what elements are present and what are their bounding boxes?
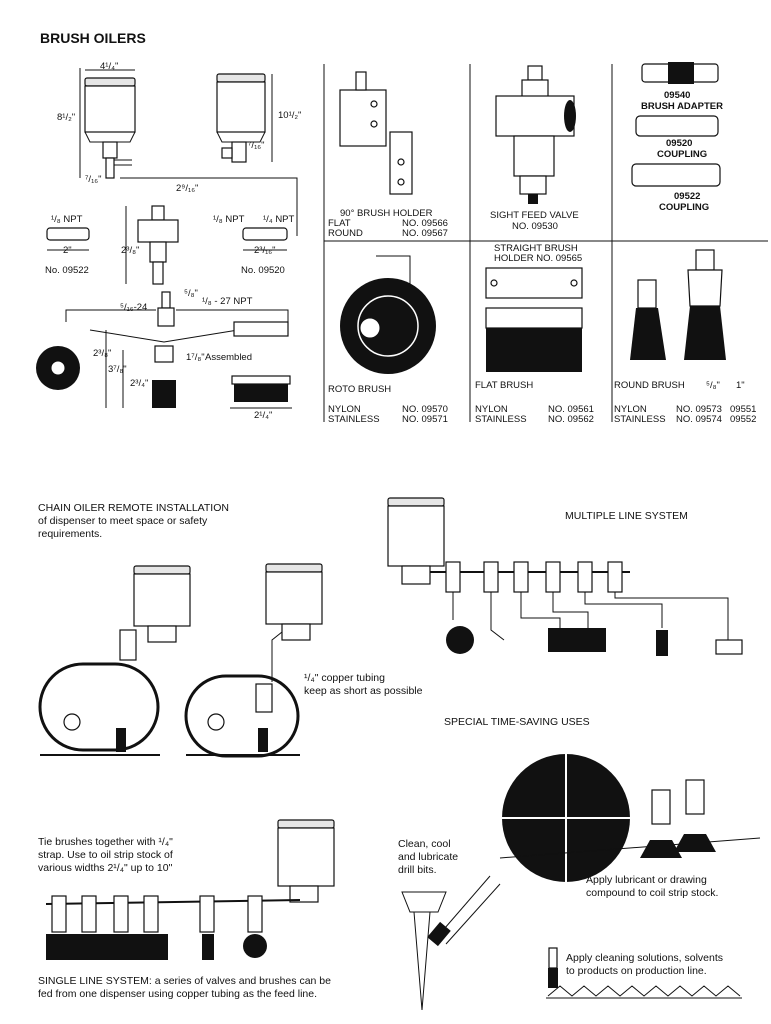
round-col2: 1" (736, 380, 745, 391)
dim-2-3-4: 2³/₄" (130, 378, 149, 389)
drill-line-2: and lubricate (398, 851, 459, 863)
dim-2in: 2" (63, 245, 72, 256)
dim-2-3-8: 2³/₈" (121, 245, 140, 256)
round-stainless-no2: 09552 (730, 414, 757, 425)
dim-7-16-left: ⁷/₁₆" (85, 174, 102, 185)
roto-stainless: STAINLESS (328, 414, 380, 425)
part-no-09520: No. 09520 (241, 265, 285, 276)
drill-line-3: drill bits. (398, 864, 437, 876)
dim-2-3-16: 2³/₁₆" (254, 245, 276, 256)
straight-title-2: HOLDER NO. 09565 (494, 253, 583, 264)
production-line-drawing (546, 947, 742, 999)
flat-brush-drawing (485, 267, 583, 372)
clean-line-2: to products on production line. (566, 965, 707, 977)
holder-flat-no: NO. 09566 (402, 218, 448, 229)
dim-npt-14: ¹/₄ NPT (263, 214, 295, 225)
tie-line-2: strap. Use to oil strip stock of (38, 849, 173, 861)
round-nylon-no1: NO. 09573 (676, 404, 722, 415)
oiler-right-drawing (120, 73, 298, 236)
drill-line-1: Clean, cool (398, 838, 451, 850)
flat-stainless-no: NO. 09562 (548, 414, 594, 425)
dim-5-8: ⁵/₈" (184, 288, 198, 299)
chain-oiler-drawing (38, 563, 323, 758)
roto-nylon-no: NO. 09570 (402, 404, 448, 415)
round-stainless-no1: NO. 09574 (676, 414, 722, 425)
round-brush-drawing (630, 249, 726, 360)
dim-npt-18-mid: ¹/₈ NPT (213, 214, 245, 225)
sight-feed-valve-drawing (495, 65, 576, 204)
dim-2-3-8b: 2³/₈" (93, 348, 112, 359)
dim-3-7-8: 3⁷/₈" (108, 364, 127, 375)
flat-title: FLAT BRUSH (475, 380, 534, 391)
dim-5-16-24: ⁵/₁₆-24 (120, 302, 148, 313)
roto-stainless-no: NO. 09571 (402, 414, 448, 425)
single-line-1: SINGLE LINE SYSTEM: a series of valves a… (38, 975, 331, 987)
roto-brush-drawing (340, 255, 436, 374)
coil-line-1: Apply lubricant or drawing (586, 874, 707, 886)
multi-title: MULTIPLE LINE SYSTEM (565, 510, 688, 522)
chain-sub-2: requirements. (38, 528, 103, 540)
clean-line-1: Apply cleaning solutions, solvents (566, 952, 724, 964)
sight-no: NO. 09530 (512, 221, 558, 232)
tie-line-3: various widths 2¹/₄" up to 10" (38, 862, 173, 874)
tie-line-1: Tie brushes together with ¹/₄" (38, 836, 173, 848)
straight-title-1: STRAIGHT BRUSH (494, 243, 578, 254)
round-stainless: STAINLESS (614, 414, 666, 425)
dim-2-1-4: 2¹/₄" (254, 410, 273, 421)
special-title: SPECIAL TIME-SAVING USES (444, 716, 590, 728)
coupling2-name: COUPLING (659, 202, 710, 213)
single-line-drawing (45, 819, 335, 960)
dim-height-left: 8¹/₂" (57, 112, 76, 123)
coupling2-no: 09522 (674, 191, 701, 202)
dim-assembled: Assembled (205, 352, 252, 363)
dim-7-16-right: ⁷/₁₆" (248, 140, 265, 151)
page-title: BRUSH OILERS (40, 30, 146, 46)
holder-round: ROUND (328, 228, 363, 239)
adapter-no: 09540 (664, 90, 691, 101)
copper-line-1: ¹/₄" copper tubing (304, 672, 385, 684)
round-nylon: NYLON (614, 404, 647, 415)
sight-title: SIGHT FEED VALVE (490, 210, 579, 221)
dim-1-8-27-npt: ¹/₈ - 27 NPT (202, 296, 253, 307)
brush-holder-drawing (339, 71, 413, 195)
dim-1-7-8: 1⁷/₈" (186, 352, 205, 363)
flat-stainless: STAINLESS (475, 414, 527, 425)
coupling1-name: COUPLING (657, 149, 708, 160)
adapter-name: BRUSH ADAPTER (641, 101, 723, 112)
part-no-09522: No. 09522 (45, 265, 89, 276)
roto-nylon: NYLON (328, 404, 361, 415)
roto-title: ROTO BRUSH (328, 384, 392, 395)
dim-width: 4¹/₄" (100, 61, 119, 72)
round-nylon-no2: 09551 (730, 404, 757, 415)
round-col1: ⁵/₈" (706, 380, 720, 391)
copper-line-2: keep as short as possible (304, 685, 423, 697)
coil-stock-drawing (499, 754, 761, 882)
holder-round-no: NO. 09567 (402, 228, 448, 239)
adapter-coupling-drawings (631, 62, 721, 187)
round-title: ROUND BRUSH (614, 380, 685, 391)
coupling-valve-drawing (46, 205, 288, 285)
flat-nylon-no: NO. 09561 (548, 404, 594, 415)
dim-height-right: 10¹/₂" (278, 110, 302, 121)
dim-2-9-16: 2⁹/₁₆" (176, 183, 199, 194)
dim-npt-18-left: ¹/₈ NPT (51, 214, 83, 225)
holder-flat: FLAT (328, 218, 351, 229)
coupling1-no: 09520 (666, 138, 693, 149)
brush-assembly-drawing (36, 291, 292, 409)
coil-line-2: compound to coil strip stock. (586, 887, 719, 899)
drill-drawing (401, 875, 501, 1011)
single-line-2: fed from one dispenser using copper tubi… (38, 988, 318, 1000)
chain-title: CHAIN OILER REMOTE INSTALLATION (38, 502, 229, 514)
multiple-line-drawing (387, 497, 743, 656)
holder-title: 90° BRUSH HOLDER (340, 208, 433, 219)
catalog-grid-lines (323, 64, 768, 422)
oiler-left-drawing (79, 68, 136, 179)
flat-nylon: NYLON (475, 404, 508, 415)
chain-sub-1: of dispenser to meet space or safety (38, 515, 208, 527)
